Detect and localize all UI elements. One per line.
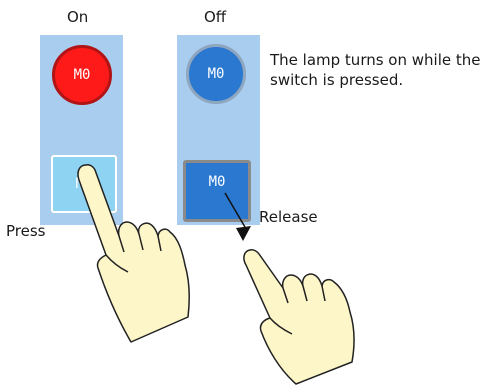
- switch-off-label: M0: [208, 174, 226, 190]
- switch-off-button[interactable]: M0: [183, 160, 251, 222]
- release-label: Release: [259, 208, 318, 226]
- press-label: Press: [6, 222, 46, 240]
- off-title: Off: [204, 8, 227, 26]
- lamp-off-label: M0: [207, 66, 225, 82]
- description-line-1: The lamp turns on while the: [270, 51, 481, 69]
- description-text: The lamp turns on while the switch is pr…: [270, 50, 480, 90]
- release-arrow-head: [236, 226, 251, 241]
- lamp-on-label: M0: [73, 67, 91, 83]
- lamp-on-indicator: M0: [52, 45, 112, 105]
- description-line-2: switch is pressed.: [270, 71, 404, 89]
- pressing-hand-icon: [77, 164, 190, 343]
- released-hand-icon: [243, 249, 355, 385]
- on-title: On: [67, 8, 89, 26]
- release-arrow-line: [224, 192, 246, 228]
- lamp-off-indicator: M0: [186, 44, 246, 104]
